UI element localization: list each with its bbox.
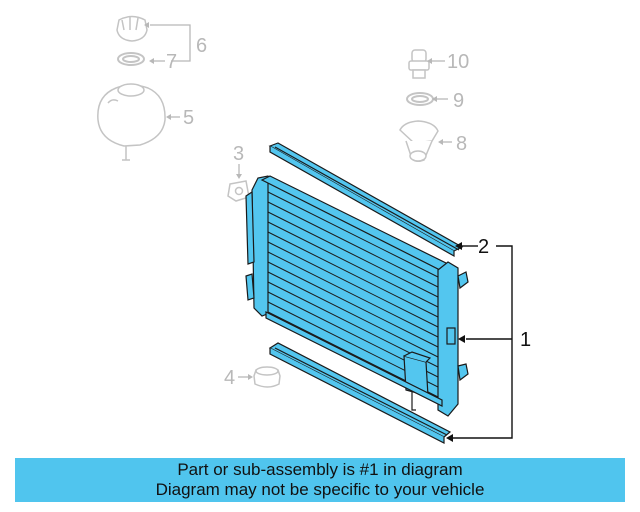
- leader-lines-active: [446, 242, 513, 442]
- callout-2: 2: [478, 236, 489, 258]
- banner-line-1: Part or sub-assembly is #1 in diagram: [177, 460, 463, 479]
- callout-7: 7: [166, 51, 177, 73]
- sensor-part-10: [408, 49, 430, 79]
- info-banner: Part or sub-assembly is #1 in diagram Di…: [15, 458, 625, 502]
- flange-part-8: [399, 120, 439, 163]
- lower-seal-strip-part-2: [268, 342, 452, 444]
- callout-10: 10: [447, 51, 469, 73]
- radiator-part-1: [245, 175, 469, 417]
- reservoir-part-5: [97, 83, 166, 161]
- callout-5: 5: [183, 107, 194, 129]
- ring-part-9: [406, 92, 434, 106]
- seal-part-7: [117, 52, 145, 66]
- cap-part-6: [116, 15, 148, 42]
- leader-lines-faded: [144, 22, 452, 380]
- upper-seal-strip-part-2: [268, 142, 464, 258]
- banner-line-2: Diagram may not be specific to your vehi…: [155, 480, 485, 499]
- mount-part-4: [253, 366, 281, 388]
- callout-6: 6: [196, 35, 207, 57]
- callout-8: 8: [456, 133, 467, 155]
- callout-4: 4: [224, 367, 235, 389]
- callout-1: 1: [520, 329, 531, 351]
- callout-9: 9: [453, 90, 464, 112]
- bracket-part-3: [227, 180, 250, 202]
- callout-3: 3: [233, 143, 244, 165]
